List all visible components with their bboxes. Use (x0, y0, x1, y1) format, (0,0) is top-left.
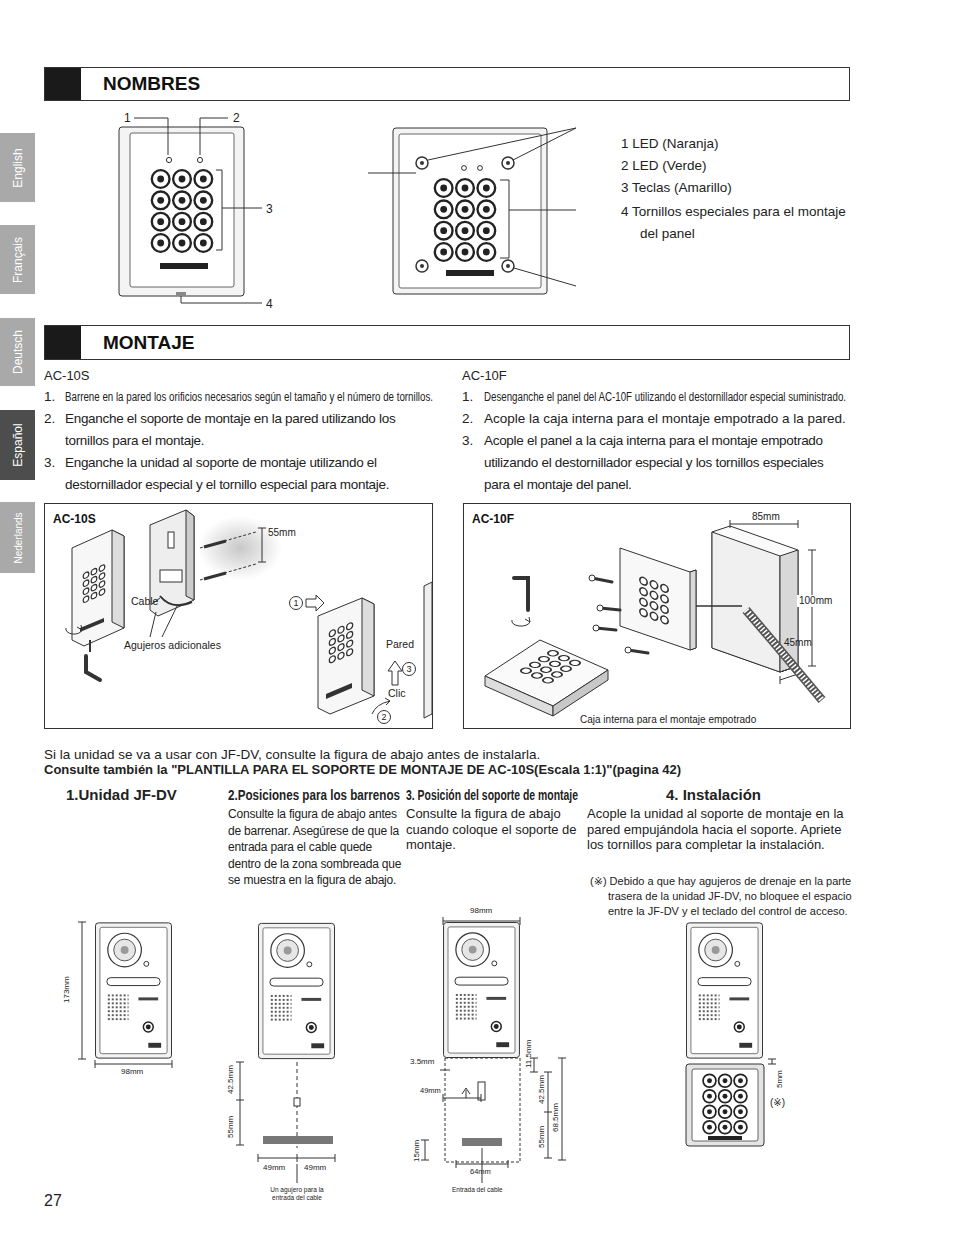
label-text: 15mm (412, 1140, 422, 1162)
label-text: Barrene en la pared los orificios necesa… (65, 386, 433, 408)
tab-text: English (11, 148, 25, 187)
figure-title: AC-10F (472, 512, 514, 526)
language-tab: English (0, 133, 35, 202)
label-text: Acople el panel a la caja interna para e… (484, 430, 846, 496)
label-text: 173mm (62, 976, 72, 1003)
label-text: 1. (462, 386, 473, 408)
label-text: 55mm (268, 527, 296, 539)
label-text: Un agujero para la entrada del cable (264, 1186, 330, 1202)
label-text: (※) (770, 1097, 785, 1109)
tab-text: Français (11, 236, 25, 282)
tab-text: Español (11, 423, 25, 466)
label-text: Cable (131, 595, 158, 608)
label-text: 55mm (537, 1126, 547, 1148)
label-text: 3 Teclas (Amarillo) (621, 180, 851, 196)
label-text: Consulte también la "PLANTILLA PARA EL S… (44, 762, 681, 778)
label-text: 42.5mm (226, 1065, 236, 1094)
label-text: 3. Posición del soporte de montaje (406, 786, 578, 804)
label-text: 2.Posiciones para los barrenos (228, 786, 400, 804)
label-text: 1. (44, 386, 55, 408)
label-text: Acople la unidad al soporte de montaje e… (587, 806, 845, 853)
label-text: 68.5mm (551, 1103, 561, 1132)
label-text: 5mm (775, 1070, 785, 1088)
figure-box: AC-10S (44, 503, 433, 729)
label-text: 11.5mm (524, 1040, 534, 1068)
label-text: Entrada del cable (452, 1186, 503, 1194)
label-text: 49mm (263, 1163, 285, 1173)
label-text: 42.5mm (537, 1075, 547, 1104)
label-text: AC-10F (462, 368, 507, 384)
label-text: 98mm (121, 1067, 143, 1077)
section-heading: MONTAJE (103, 332, 194, 354)
label-text: 49mm (420, 1086, 441, 1095)
label-text: 85mm (752, 511, 780, 523)
label-text: 2. (462, 408, 473, 430)
label-text: 1.Unidad JF-DV (66, 786, 177, 804)
label-text: 2 (233, 111, 240, 125)
label-text: 55mm (226, 1116, 236, 1138)
language-tab: Français (0, 225, 35, 294)
language-tab: Nederlands (0, 502, 35, 573)
label-text: 2 (378, 711, 390, 723)
label-text: 3 (266, 202, 273, 216)
label-text: 4 Tornillos especiales para el montaje d… (621, 201, 849, 245)
label-text: 49mm (304, 1163, 326, 1173)
language-tab: Deutsch (0, 318, 35, 386)
label-text: 3 (403, 663, 415, 675)
label-text: 3. (462, 430, 473, 452)
label-text: (※) Debido a que hay agujeros de drenaje… (590, 874, 852, 919)
section-band: NOMBRES (44, 67, 850, 101)
section-heading: NOMBRES (103, 73, 200, 95)
tab-text: Nederlands (12, 512, 23, 563)
label-text: 64mm (470, 1167, 491, 1176)
label-text: 3.5mm (410, 1057, 434, 1067)
label-text: 1 LED (Naranja) (621, 136, 851, 152)
label-text: 2. (44, 408, 55, 430)
label-text: 4 (266, 297, 273, 311)
label-text: Consulte la figura de abajo cuando coloq… (406, 806, 578, 853)
label-text: Acople la caja interna para el montaje e… (484, 408, 846, 430)
label-text: 2 LED (Verde) (621, 158, 851, 174)
label-text: 27 (44, 1191, 62, 1210)
language-tab: Español (0, 410, 35, 480)
label-text: 4. Instalación (666, 786, 761, 804)
label-text: 100mm (797, 595, 834, 607)
label-text: Pared (386, 638, 414, 651)
label-text: AC-10S (44, 368, 90, 384)
label-text: 3. (44, 452, 55, 474)
label-text: Consulte la figura de abajo antes de bar… (228, 806, 403, 889)
section-band: MONTAJE (44, 325, 850, 360)
label-text: 1 (290, 597, 302, 609)
label-text: Enganche el soporte de montaje en la par… (65, 408, 435, 452)
label-text: Enganche la unidad al soporte de montaje… (65, 452, 435, 496)
label-text: Caja interna para el montaje empotrado (580, 714, 756, 726)
label-text: Si la unidad se va a usar con JF-DV, con… (44, 747, 540, 763)
label-text: Agujeros adicionales (124, 639, 221, 652)
label-text: 45mm (784, 637, 812, 649)
figure-box: AC-10F (463, 503, 851, 729)
label-text: 1 (124, 111, 131, 125)
label-text: Desenganche el panel del AC-10F utilizan… (484, 386, 846, 408)
tab-text: Deutsch (11, 330, 25, 374)
figure-title: AC-10S (53, 512, 96, 526)
label-text: 98mm (470, 906, 492, 916)
label-text: Clic (388, 687, 406, 700)
